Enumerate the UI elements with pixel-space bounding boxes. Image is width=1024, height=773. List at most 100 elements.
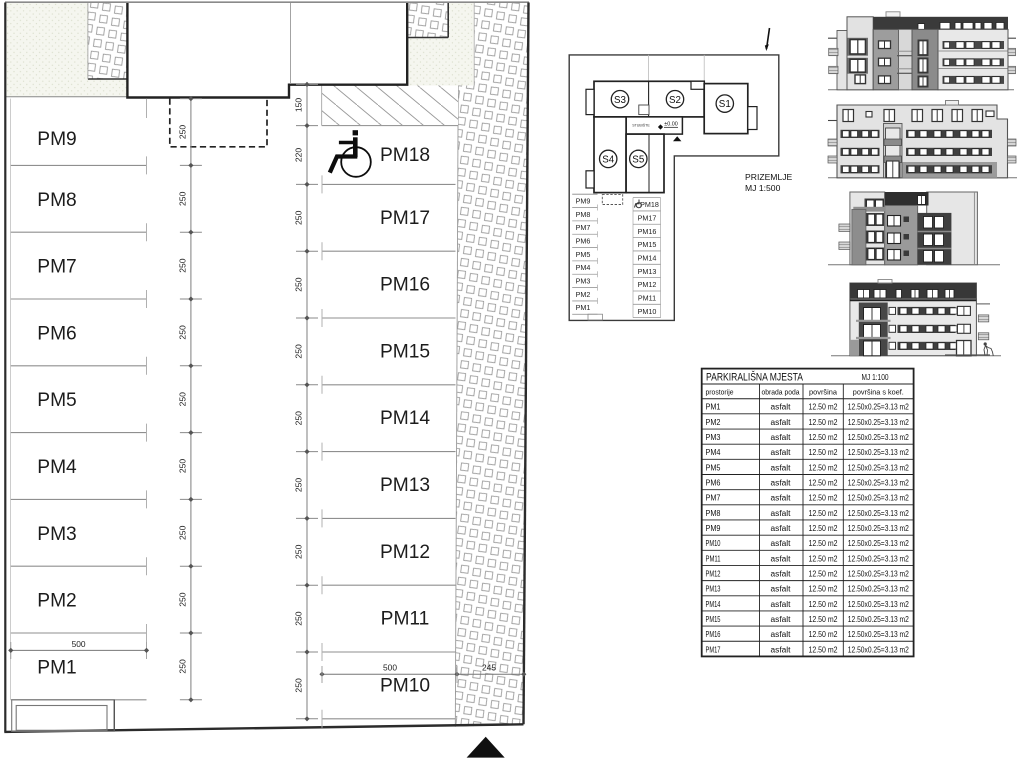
- svg-text:S1: S1: [719, 99, 731, 110]
- svg-text:±0.00: ±0.00: [664, 122, 677, 128]
- svg-text:PM8: PM8: [37, 190, 76, 211]
- svg-text:12.50 m2: 12.50 m2: [809, 630, 838, 639]
- svg-text:250: 250: [177, 659, 187, 674]
- svg-text:PM14: PM14: [380, 408, 430, 429]
- svg-text:12.50 m2: 12.50 m2: [809, 479, 838, 488]
- svg-text:PM15: PM15: [380, 341, 430, 362]
- svg-text:PM2: PM2: [37, 591, 76, 612]
- svg-text:S5: S5: [632, 155, 645, 166]
- svg-text:12.50x0.25=3.13 m2: 12.50x0.25=3.13 m2: [848, 615, 909, 624]
- svg-text:PM15: PM15: [706, 615, 721, 624]
- svg-text:PM10: PM10: [380, 675, 430, 696]
- svg-text:PM17: PM17: [706, 645, 721, 654]
- svg-text:PM3: PM3: [706, 433, 722, 442]
- svg-text:12.50 m2: 12.50 m2: [809, 554, 838, 563]
- svg-text:250: 250: [294, 344, 304, 359]
- svg-text:asfalt: asfalt: [771, 539, 792, 548]
- svg-text:250: 250: [177, 459, 187, 474]
- svg-text:PM3: PM3: [576, 277, 591, 286]
- svg-text:PM15: PM15: [638, 240, 657, 249]
- svg-text:asfalt: asfalt: [771, 403, 792, 412]
- svg-text:PM14: PM14: [638, 253, 657, 262]
- svg-text:PM4: PM4: [706, 448, 722, 457]
- svg-text:PM9: PM9: [706, 524, 722, 533]
- svg-text:500: 500: [72, 639, 86, 649]
- svg-text:PRIZEMLJE: PRIZEMLJE: [745, 172, 793, 182]
- svg-text:250: 250: [294, 678, 304, 693]
- svg-text:površina s koef.: površina s koef.: [853, 388, 904, 397]
- svg-text:PM2: PM2: [706, 418, 721, 427]
- svg-text:STUBIŠTE: STUBIŠTE: [632, 123, 650, 128]
- svg-text:PM4: PM4: [576, 263, 591, 272]
- svg-text:asfalt: asfalt: [771, 494, 792, 503]
- svg-text:12.50x0.25=3.13 m2: 12.50x0.25=3.13 m2: [848, 403, 909, 412]
- svg-text:250: 250: [294, 277, 304, 292]
- svg-text:PM10: PM10: [706, 539, 721, 548]
- svg-text:S2: S2: [669, 95, 681, 106]
- svg-text:asfalt: asfalt: [771, 463, 792, 472]
- svg-text:PM11: PM11: [638, 293, 656, 302]
- svg-text:PM6: PM6: [37, 323, 76, 344]
- svg-text:asfalt: asfalt: [771, 554, 792, 563]
- svg-text:PM7: PM7: [576, 223, 591, 232]
- svg-text:PM8: PM8: [706, 509, 722, 518]
- svg-text:12.50x0.25=3.13 m2: 12.50x0.25=3.13 m2: [848, 494, 909, 503]
- svg-text:250: 250: [294, 210, 304, 225]
- svg-text:150: 150: [294, 98, 304, 113]
- svg-text:asfalt: asfalt: [771, 509, 792, 518]
- svg-text:PM18: PM18: [380, 145, 430, 166]
- svg-text:12.50 m2: 12.50 m2: [809, 433, 838, 442]
- svg-text:220: 220: [294, 148, 304, 163]
- svg-text:12.50 m2: 12.50 m2: [809, 585, 838, 594]
- svg-text:PM7: PM7: [37, 257, 76, 278]
- svg-text:250: 250: [177, 592, 187, 607]
- svg-text:PM12: PM12: [706, 569, 721, 578]
- svg-text:12.50 m2: 12.50 m2: [809, 448, 838, 457]
- svg-text:12.50 m2: 12.50 m2: [809, 539, 838, 548]
- svg-text:PM9: PM9: [37, 129, 76, 150]
- svg-text:PM1: PM1: [576, 303, 591, 312]
- svg-text:PM17: PM17: [638, 213, 657, 222]
- svg-text:12.50x0.25=3.13 m2: 12.50x0.25=3.13 m2: [848, 600, 909, 609]
- svg-text:12.50x0.25=3.13 m2: 12.50x0.25=3.13 m2: [848, 539, 909, 548]
- svg-text:PM8: PM8: [576, 210, 591, 219]
- svg-text:250: 250: [294, 411, 304, 426]
- svg-text:PM9: PM9: [576, 197, 591, 206]
- svg-text:PM12: PM12: [380, 542, 430, 563]
- svg-text:12.50x0.25=3.13 m2: 12.50x0.25=3.13 m2: [848, 509, 909, 518]
- svg-text:površina: površina: [809, 388, 838, 397]
- svg-text:12.50 m2: 12.50 m2: [809, 418, 838, 427]
- svg-text:245: 245: [482, 663, 496, 673]
- svg-text:12.50x0.25=3.13 m2: 12.50x0.25=3.13 m2: [848, 433, 909, 442]
- svg-text:250: 250: [294, 544, 304, 559]
- svg-text:asfalt: asfalt: [771, 569, 792, 578]
- svg-text:500: 500: [383, 663, 397, 673]
- svg-text:S4: S4: [602, 155, 615, 166]
- svg-text:PM6: PM6: [706, 479, 722, 488]
- svg-text:PM13: PM13: [380, 475, 430, 496]
- svg-text:asfalt: asfalt: [771, 615, 792, 624]
- svg-text:PM12: PM12: [638, 280, 657, 289]
- svg-text:asfalt: asfalt: [771, 433, 792, 442]
- svg-text:PM1: PM1: [37, 657, 76, 678]
- svg-text:prostorije: prostorije: [706, 388, 734, 397]
- svg-text:12.50x0.25=3.13 m2: 12.50x0.25=3.13 m2: [848, 554, 909, 563]
- svg-text:250: 250: [177, 525, 187, 540]
- svg-text:12.50x0.25=3.13 m2: 12.50x0.25=3.13 m2: [848, 630, 909, 639]
- svg-text:asfalt: asfalt: [771, 418, 792, 427]
- svg-text:12.50 m2: 12.50 m2: [809, 524, 838, 533]
- svg-text:PM5: PM5: [576, 250, 591, 259]
- svg-text:PM7: PM7: [706, 494, 721, 503]
- svg-text:PM16: PM16: [638, 227, 657, 236]
- svg-text:250: 250: [177, 191, 187, 206]
- svg-text:12.50x0.25=3.13 m2: 12.50x0.25=3.13 m2: [848, 645, 909, 654]
- svg-text:12.50x0.25=3.13 m2: 12.50x0.25=3.13 m2: [848, 479, 909, 488]
- svg-text:PM13: PM13: [706, 585, 721, 594]
- svg-text:12.50 m2: 12.50 m2: [809, 615, 838, 624]
- svg-text:asfalt: asfalt: [771, 645, 792, 654]
- svg-text:12.50x0.25=3.13 m2: 12.50x0.25=3.13 m2: [848, 569, 909, 578]
- svg-text:S3: S3: [614, 95, 627, 106]
- svg-text:12.50 m2: 12.50 m2: [809, 463, 838, 472]
- svg-text:PM5: PM5: [37, 390, 76, 411]
- svg-text:12.50 m2: 12.50 m2: [809, 403, 838, 412]
